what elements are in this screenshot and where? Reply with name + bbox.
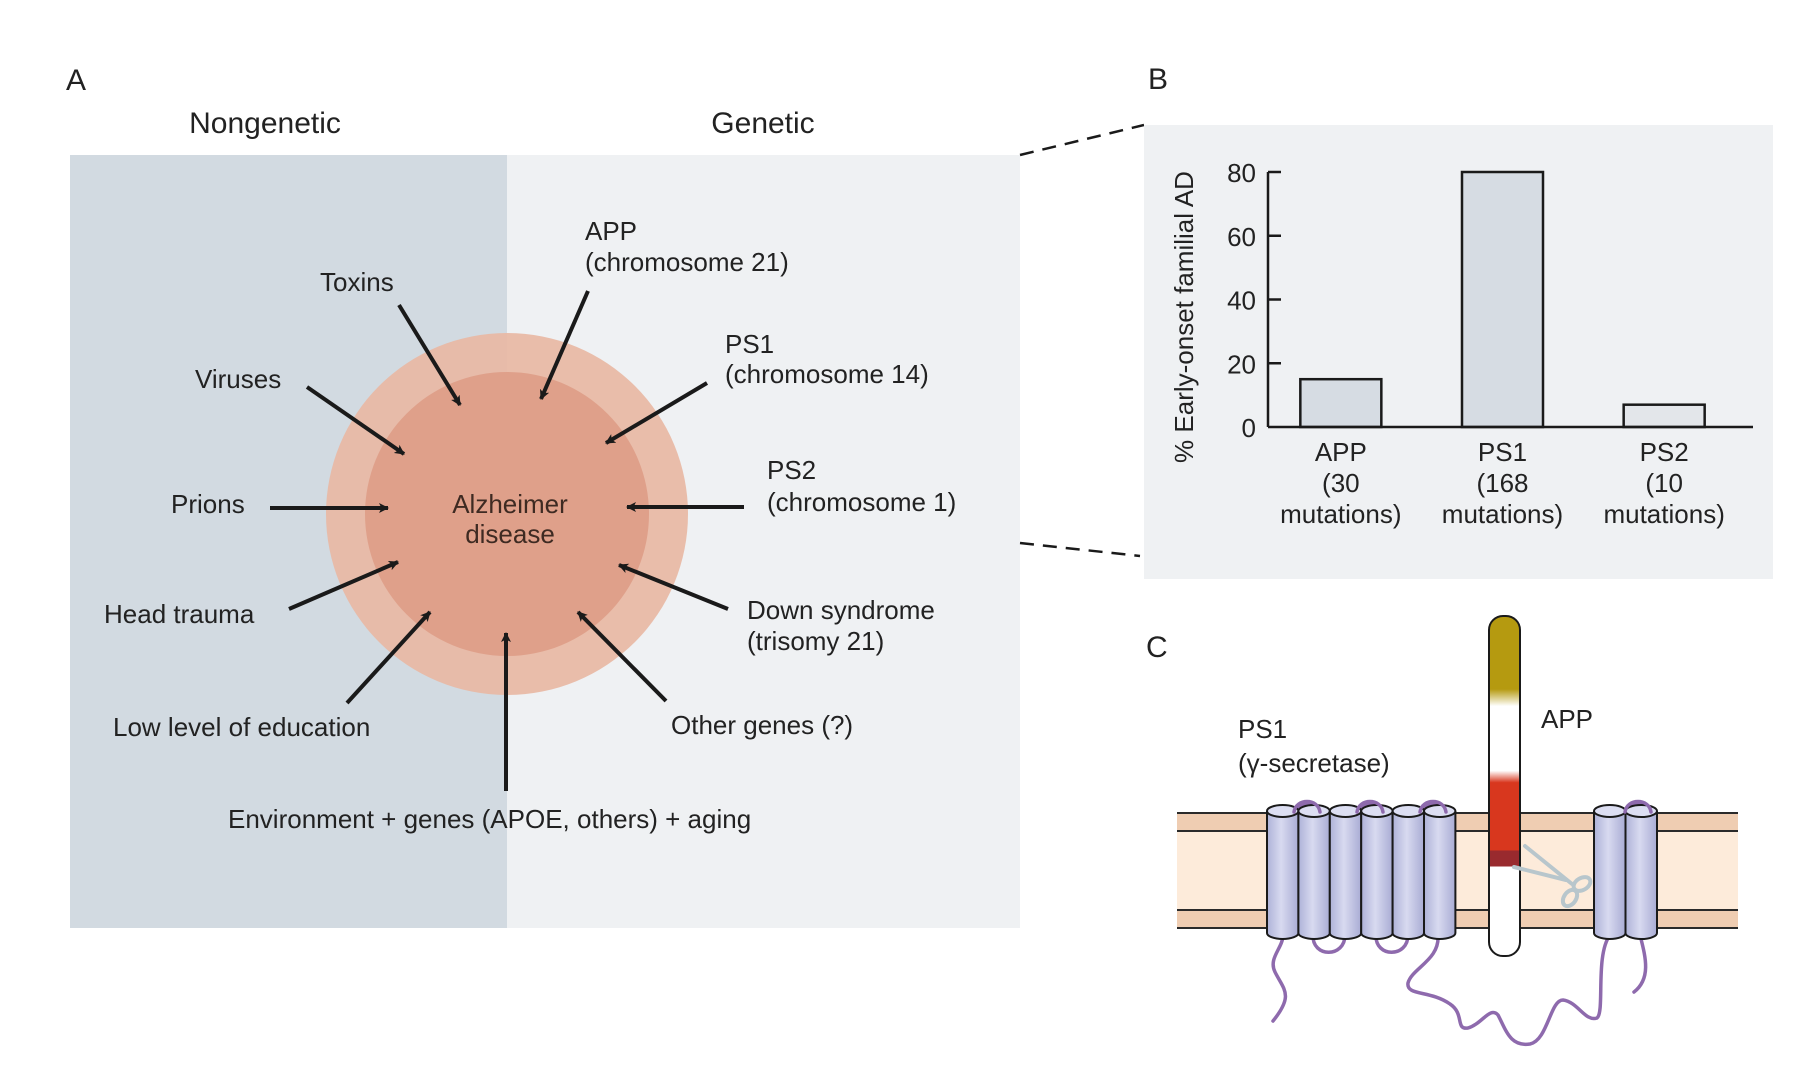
arrow-viruses — [305, 385, 406, 456]
bar-ps1 — [1460, 170, 1545, 429]
panel-c: C — [1146, 615, 1738, 1046]
app-protein — [1488, 615, 1521, 957]
y-tick-label: 60 — [1227, 222, 1256, 252]
center-label-line2: disease — [465, 519, 555, 549]
scissors-icon — [1512, 844, 1593, 909]
ps1-transmembrane-helices — [1266, 804, 1457, 940]
y-tick-label: 40 — [1227, 286, 1256, 316]
x-tick-sublabel: mutations) — [1280, 499, 1401, 529]
transmembrane-helix — [1593, 804, 1627, 940]
cause-app-name: APP — [585, 216, 637, 246]
panel-b-letter: B — [1148, 63, 1168, 96]
c-terminal-tail — [1632, 933, 1648, 994]
arrow-app — [539, 290, 590, 400]
cause-app-detail: (chromosome 21) — [585, 247, 789, 277]
transmembrane-helix — [1624, 804, 1658, 940]
ps1-label: PS1 — [1238, 714, 1287, 744]
x-tick-label: APP — [1315, 437, 1367, 467]
extracellular-loop — [1292, 799, 1322, 814]
panel-a-letter: A — [66, 64, 86, 97]
cause-viruses: Viruses — [195, 364, 281, 394]
ps1-transmembrane-helices-right — [1593, 804, 1658, 940]
y-axis-label: % Early-onset familial AD — [1169, 171, 1199, 463]
cause-low-education: Low level of education — [113, 712, 370, 742]
transmembrane-helix — [1297, 804, 1331, 940]
zoom-connector-top — [1019, 123, 1145, 157]
chart-marks: 020406080APP(30mutations)PS1(168mutation… — [1227, 158, 1753, 529]
large-cytoplasmic-loop — [1406, 933, 1612, 1046]
panel-a: A Nongenetic Genetic Alzheimer disease T… — [66, 64, 1020, 928]
cause-ps1-detail: (chromosome 14) — [725, 359, 929, 389]
cause-down-syndrome-detail: (trisomy 21) — [747, 626, 884, 656]
y-tick-label: 0 — [1242, 413, 1256, 443]
x-tick-sublabel: (168 — [1476, 468, 1528, 498]
cause-head-trauma: Head trauma — [104, 599, 255, 629]
transmembrane-helix — [1423, 804, 1457, 940]
zoom-connector-bottom — [1019, 541, 1141, 558]
arrow-other-genes — [576, 610, 668, 703]
y-tick-label: 80 — [1227, 158, 1256, 188]
nongenetic-header: Nongenetic — [189, 107, 341, 140]
arrow-head-trauma — [288, 560, 399, 611]
app-label: APP — [1541, 704, 1593, 734]
cause-ps1-name: PS1 — [725, 329, 774, 359]
cause-down-syndrome-name: Down syndrome — [747, 595, 935, 625]
extracellular-loop — [1355, 799, 1385, 814]
arrow-low-education — [345, 610, 432, 705]
x-tick-label: PS2 — [1640, 437, 1689, 467]
chart-background — [1144, 125, 1773, 579]
y-tick-label: 20 — [1227, 349, 1256, 379]
transmembrane-helix — [1360, 804, 1394, 940]
extracellular-loop — [1418, 799, 1448, 814]
transmembrane-helix — [1391, 804, 1426, 940]
transmembrane-helix — [1266, 804, 1300, 940]
arrow-ps1 — [604, 381, 709, 445]
n-terminal-tail — [1271, 933, 1288, 1023]
panel-c-letter: C — [1146, 631, 1168, 664]
x-tick-sublabel: mutations) — [1603, 499, 1724, 529]
bar-app — [1299, 377, 1383, 429]
panel-b: B % Early-onset familial AD 0 20 40 60 80APP… — [1144, 63, 1773, 579]
cause-ps2-detail: (chromosome 1) — [767, 487, 956, 517]
transmembrane-helix — [1328, 804, 1363, 940]
cause-ps2-name: PS2 — [767, 455, 816, 485]
extracellular-loop-tips — [1292, 799, 1653, 814]
cause-environment-genes-aging: Environment + genes (APOE, others) + agi… — [228, 804, 751, 834]
cause-toxins: Toxins — [320, 267, 394, 297]
cause-other-genes: Other genes (?) — [671, 710, 853, 740]
extracellular-loop — [1623, 799, 1653, 814]
genetic-header: Genetic — [711, 107, 814, 140]
x-tick-sublabel: (30 — [1322, 468, 1360, 498]
intracellular-loop — [1311, 933, 1347, 954]
x-tick-sublabel: (10 — [1645, 468, 1683, 498]
x-tick-sublabel: mutations) — [1442, 499, 1563, 529]
arrow-toxins — [397, 303, 462, 407]
intracellular-loop — [1374, 933, 1410, 954]
inner-disk — [365, 372, 649, 656]
ps1-sublabel: (γ-secretase) — [1238, 748, 1390, 778]
cause-prions: Prions — [171, 489, 245, 519]
x-tick-label: PS1 — [1478, 437, 1527, 467]
center-label-line1: Alzheimer — [452, 489, 568, 519]
bar-ps2 — [1622, 403, 1706, 429]
arrow-down-syndrome — [618, 563, 729, 611]
